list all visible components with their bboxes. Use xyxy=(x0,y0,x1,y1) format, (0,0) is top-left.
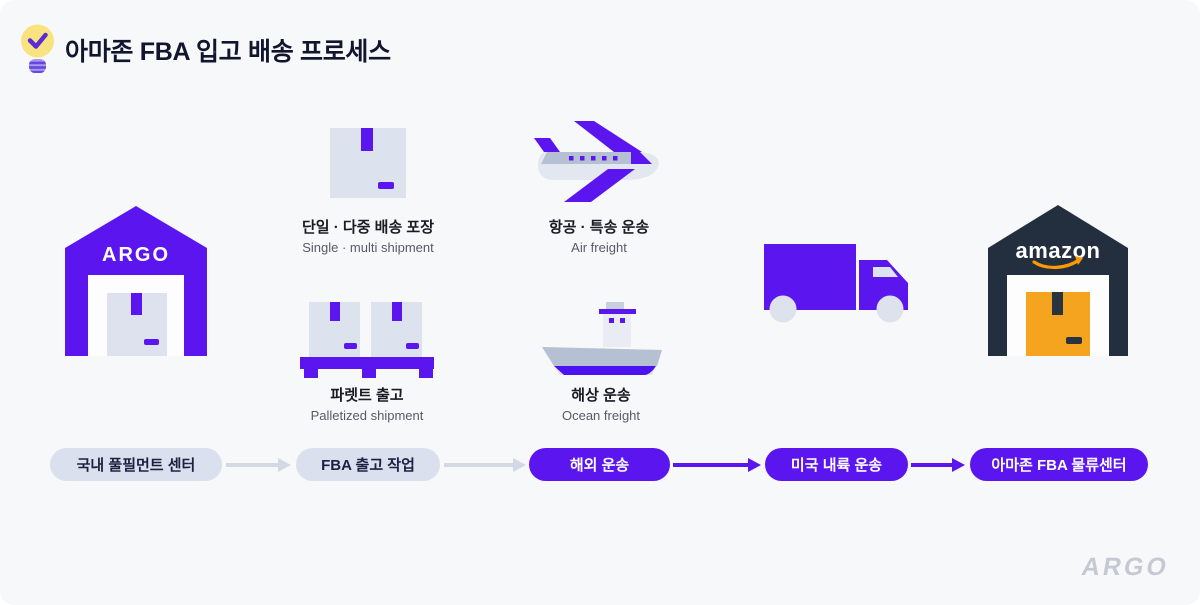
station-label-air: 항공 · 특송 운송 Air freight xyxy=(549,216,649,255)
amazon-brand: amazon xyxy=(1016,238,1101,263)
air-label-ko: 항공 · 특송 운송 xyxy=(548,219,650,236)
argo-warehouse-icon: ARGO xyxy=(65,206,207,356)
cargo-ship-icon xyxy=(542,302,662,375)
pallet-label-en: Palletized shipment xyxy=(310,408,424,423)
process-step-overseas: 해외 운송 xyxy=(529,448,670,481)
station-label-pallet: 파렛트 출고 Palletized shipment xyxy=(311,384,424,423)
flow-arrow-2 xyxy=(444,463,514,467)
flow-arrow-4 xyxy=(911,463,953,467)
airplane-icon xyxy=(534,121,659,202)
flow-arrow-1 xyxy=(226,463,279,467)
pallet-icon xyxy=(300,302,434,378)
air-label-en: Air freight xyxy=(571,240,627,255)
station-label-ocean: 해상 운송 Ocean freight xyxy=(562,384,640,423)
lightbulb-check-icon xyxy=(21,24,54,73)
amazon-warehouse-icon: amazon xyxy=(988,205,1128,356)
station-label-packing: 단일 · 다중 배송 포장 Single · multi shipment xyxy=(302,216,434,255)
ocean-label-ko: 해상 운송 xyxy=(571,387,631,404)
shipping-box-icon xyxy=(330,128,406,198)
truck-icon xyxy=(764,244,908,323)
process-step-fba-outbound: FBA 출고 작업 xyxy=(296,448,440,481)
process-step-domestic-fc: 국내 풀필먼트 센터 xyxy=(50,448,222,481)
packing-label-en: Single · multi shipment xyxy=(302,240,434,255)
flow-arrow-3 xyxy=(673,463,749,467)
argo-warehouse-brand: ARGO xyxy=(102,244,170,266)
argo-logo: ARGO xyxy=(1079,553,1172,581)
process-step-us-inland: 미국 내륙 운송 xyxy=(765,448,908,481)
amazon-smile-icon xyxy=(1032,256,1083,269)
page-title: 아마존 FBA 입고 배송 프로세스 xyxy=(65,38,391,66)
process-step-amazon-fc: 아마존 FBA 물류센터 xyxy=(970,448,1148,481)
header: 아마존 FBA 입고 배송 프로세스 xyxy=(18,22,391,74)
ocean-label-en: Ocean freight xyxy=(561,408,641,423)
packing-label-ko: 단일 · 다중 배송 포장 xyxy=(301,219,435,236)
pallet-label-ko: 파렛트 출고 xyxy=(330,387,404,404)
